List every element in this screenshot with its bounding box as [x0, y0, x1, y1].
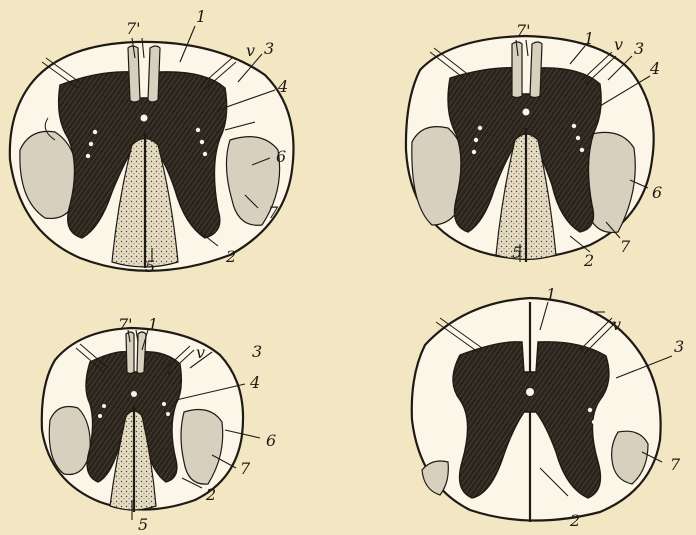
label-lateral-column: 3: [674, 337, 684, 356]
label-goll-column: 5: [138, 515, 148, 534]
figure-c-left-degenerated-area: [49, 407, 90, 475]
label-root: v: [246, 41, 255, 60]
label-median-fissure: 7': [126, 19, 141, 38]
label-goll-column: 5: [512, 243, 522, 262]
label-lateral-tract: 6: [276, 147, 286, 166]
figure-c-cross-section: [42, 328, 260, 520]
label-posterior-column: 2: [225, 247, 236, 266]
label-anterior-column: 1: [196, 7, 206, 26]
label-root: v: [196, 343, 205, 362]
label-degenerated-area: 7: [670, 455, 681, 474]
label-gray-matter: 4: [249, 373, 260, 392]
label-median-fissure: 7': [118, 315, 133, 334]
figure-d-cross-section: [412, 298, 672, 522]
label-posterior-column: 2: [205, 485, 216, 504]
label-degenerated-area: 7: [620, 237, 631, 256]
label-lateral-tract: 6: [266, 431, 276, 450]
label-lateral-column: 3: [252, 342, 262, 361]
label-anterior-column: 1: [584, 29, 594, 48]
label-posterior-column: 2: [583, 251, 594, 270]
label-lateral-column: 3: [634, 39, 644, 58]
label-gray-matter: 4: [277, 77, 288, 96]
label-anterior-column: 1: [148, 315, 158, 334]
figure-a-cross-section: [10, 26, 294, 271]
label-degenerated-area: 7: [268, 203, 279, 222]
label-anterior-column: 1: [546, 285, 556, 304]
label-median-fissure: 7': [516, 21, 531, 40]
label-posterior-column: 2: [569, 511, 580, 530]
label-lateral-column: 3: [264, 39, 274, 58]
label-root: v: [614, 35, 623, 54]
label-root: v: [612, 315, 621, 334]
label-lateral-tract: 6: [652, 183, 662, 202]
label-goll-column: 5: [145, 257, 155, 276]
label-gray-matter: 4: [649, 59, 660, 78]
label-degenerated-area: 7: [240, 459, 251, 478]
figure-b-cross-section: [406, 36, 654, 262]
